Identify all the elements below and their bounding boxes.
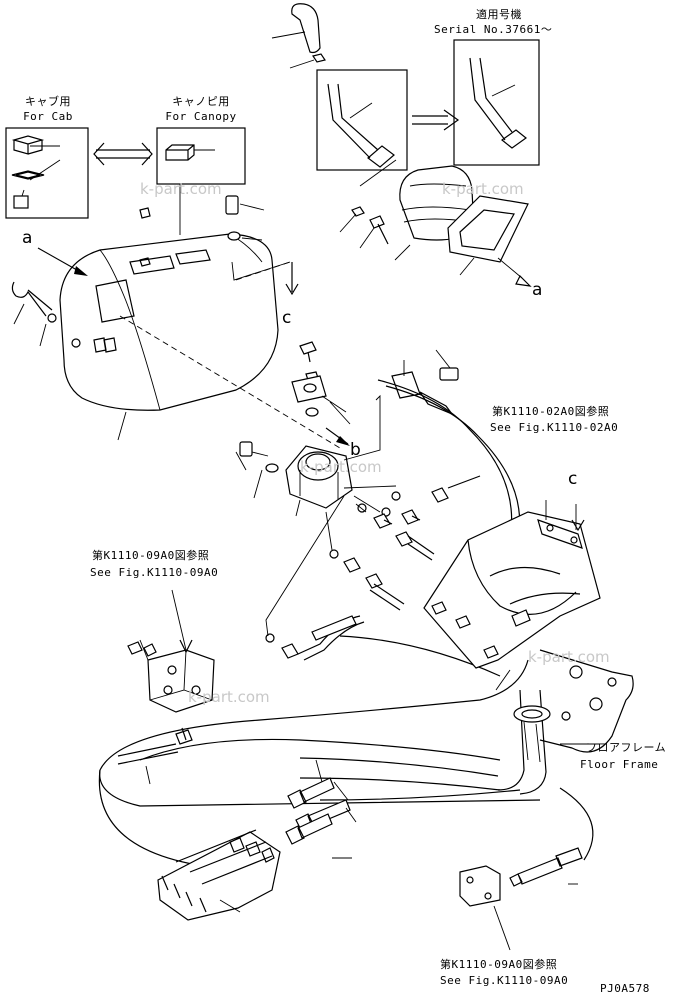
ref-09a0-top-jp-label: 第K1110-09A0図参照 xyxy=(92,549,210,562)
bolt-cover-top xyxy=(225,195,265,241)
serial-en-label: Serial No.37661～ xyxy=(434,23,553,36)
side-bolt xyxy=(11,281,57,347)
floor-bracket xyxy=(423,511,601,691)
junction-block xyxy=(459,865,501,907)
hose-clamp-bundle xyxy=(497,689,551,795)
floor-frame-jp-label: フロアフレーム xyxy=(586,741,667,754)
ref-09a0-top-en-label: See Fig.K1110-09A0 xyxy=(90,566,219,579)
mount-bolts-left xyxy=(235,441,279,499)
for-canopy-jp-label: キャノピ用 xyxy=(172,95,230,108)
elbow-fitting xyxy=(117,727,193,785)
ppc-valve xyxy=(285,445,353,517)
ref-09a0-bot-jp-label: 第K1110-09A0図参照 xyxy=(440,958,558,971)
hose-bundle xyxy=(98,635,541,871)
lever-inset xyxy=(316,69,408,171)
ref-02a0-jp-label: 第K1110-02A0図参照 xyxy=(492,405,610,418)
inset-serial xyxy=(453,39,540,166)
callout-c-right: c xyxy=(568,469,578,489)
watermark: k-part.com xyxy=(300,458,382,476)
change-arrow xyxy=(412,109,460,131)
ref-09a0-bot-en-label: See Fig.K1110-09A0 xyxy=(440,974,569,987)
solenoid-valve xyxy=(127,589,215,713)
floor-frame xyxy=(539,649,634,753)
control-valve-block xyxy=(157,829,352,921)
callout-b: b xyxy=(350,440,362,460)
boot-plate xyxy=(447,195,529,276)
exchange-arrow xyxy=(93,142,153,166)
floor-bracket-c xyxy=(537,500,585,549)
control-box-cover xyxy=(59,233,291,441)
inset-for-canopy xyxy=(156,127,246,185)
hose-end-fittings xyxy=(285,759,357,845)
watermark: k-part.com xyxy=(188,688,270,706)
valve-bracket xyxy=(291,375,351,425)
junction-hose-fitting xyxy=(509,787,594,887)
fittings xyxy=(281,487,449,659)
bolt-set-boot xyxy=(339,206,389,249)
hoses xyxy=(297,379,521,661)
for-canopy-en-label: For Canopy xyxy=(165,110,237,123)
cover-small-bolt xyxy=(139,207,151,219)
watermark: k-part.com xyxy=(442,180,524,198)
lever-knob xyxy=(271,3,326,69)
for-cab-jp-label: キャブ用 xyxy=(25,95,71,108)
callout-a-left: a xyxy=(22,228,33,248)
callout-a-right: a xyxy=(532,280,543,300)
drawing-code: PJ0A578 xyxy=(600,982,650,995)
watermark: k-part.com xyxy=(140,180,222,198)
connection-leaders xyxy=(265,394,401,643)
for-cab-en-label: For Cab xyxy=(23,110,73,123)
inset-for-cab xyxy=(5,127,89,219)
floor-frame-en-label: Floor Frame xyxy=(580,758,659,771)
callout-c-left: c xyxy=(282,308,292,328)
serial-jp-label: 適用号機 xyxy=(476,8,522,21)
watermark: k-part.com xyxy=(528,648,610,666)
ref-02a0-en-label: See Fig.K1110-02A0 xyxy=(490,421,619,434)
